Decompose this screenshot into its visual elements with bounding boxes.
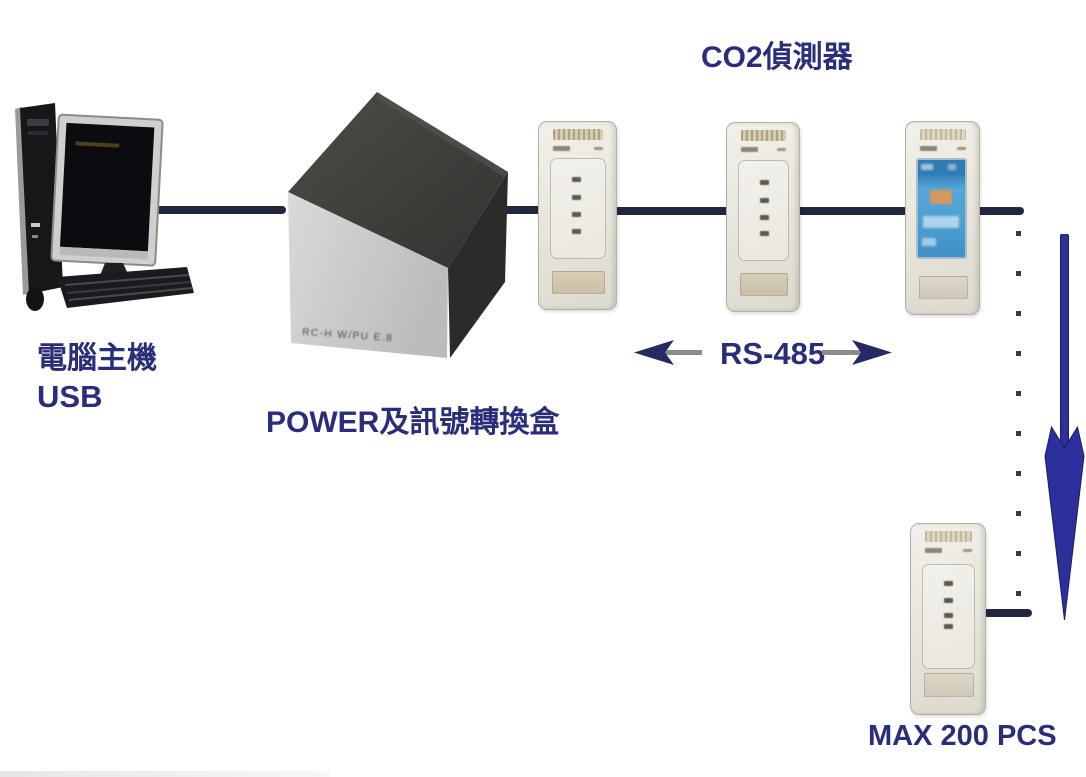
indicator-mark xyxy=(572,177,581,182)
lcd-status-glyph xyxy=(922,238,936,246)
converter-top-face xyxy=(288,92,508,268)
brand-logo-icon xyxy=(925,547,942,553)
usb-wire xyxy=(146,206,286,214)
bus-wire-segment-1 xyxy=(503,206,541,214)
lcd-status-glyph xyxy=(948,164,956,170)
brand-logo-icon xyxy=(553,145,570,151)
indicator-mark xyxy=(944,598,953,603)
model-mark xyxy=(594,146,603,150)
indicator-mark xyxy=(944,624,953,629)
detector-vent-grille xyxy=(925,531,972,542)
max-capacity-label: MAX 200 PCS xyxy=(868,720,1057,752)
detector-logo-row xyxy=(741,145,786,153)
model-mark xyxy=(963,548,972,552)
detector-logo-row xyxy=(920,144,966,152)
model-mark xyxy=(777,147,786,151)
detector-vent-grille xyxy=(741,130,786,141)
detector-indicator-panel xyxy=(738,160,789,261)
converter-front-face xyxy=(288,192,448,358)
detector-logo-row xyxy=(553,144,603,152)
converter-label: POWER及訊號轉換盒 xyxy=(266,406,560,439)
computer-label: 電腦主機 xyxy=(37,342,157,375)
scan-artifact xyxy=(0,771,330,777)
lcd-reading-value xyxy=(930,190,952,204)
detector-sensor-window xyxy=(552,271,605,294)
usb-label: USB xyxy=(37,379,103,414)
co2-detector-3-with-display xyxy=(905,121,980,315)
co2-detector-4 xyxy=(910,523,986,715)
indicator-mark xyxy=(944,581,953,586)
left-arrow-icon xyxy=(634,340,702,365)
detector-vent-grille xyxy=(553,129,603,140)
bus-label: RS-485 xyxy=(720,336,826,371)
title-co2-detector: CO2偵測器 xyxy=(701,41,853,74)
model-mark xyxy=(957,146,966,150)
right-arrow-icon xyxy=(822,340,892,365)
lcd-reading-row xyxy=(923,216,959,228)
bus-wire-segment-3 xyxy=(795,207,908,215)
detector-vent-grille xyxy=(920,129,966,140)
converter-right-face xyxy=(448,172,508,358)
down-arrow-icon xyxy=(1044,234,1085,621)
detector-logo-row xyxy=(925,546,972,554)
brand-logo-icon xyxy=(920,145,937,151)
keyboard xyxy=(57,267,194,308)
co2-detector-2 xyxy=(726,122,800,312)
indicator-mark xyxy=(944,613,953,618)
co2-detector-1 xyxy=(538,121,617,310)
brand-logo-icon xyxy=(741,146,758,152)
indicator-mark xyxy=(572,229,581,234)
monitor xyxy=(50,113,164,267)
converter-box-image: RC-H W/PU E.8 xyxy=(288,92,508,358)
desktop-computer-image xyxy=(15,103,194,311)
indicator-mark xyxy=(760,215,769,220)
indicator-mark xyxy=(572,212,581,217)
detector-indicator-panel xyxy=(550,158,606,259)
bus-wire-segment-4 xyxy=(974,207,1024,215)
detector-sensor-window xyxy=(924,673,974,697)
bus-continuation-dotted-line xyxy=(1016,231,1021,596)
mouse xyxy=(26,287,44,311)
indicator-mark xyxy=(760,231,769,236)
indicator-mark xyxy=(760,180,769,185)
indicator-mark xyxy=(760,198,769,203)
lcd-status-glyph xyxy=(921,164,933,170)
bus-wire-segment-2 xyxy=(612,207,730,215)
lcd-display xyxy=(916,158,967,259)
indicator-mark xyxy=(572,195,581,200)
bus-wire-segment-5 xyxy=(983,609,1032,617)
detector-sensor-window xyxy=(740,273,788,296)
detector-sensor-window xyxy=(919,276,968,299)
